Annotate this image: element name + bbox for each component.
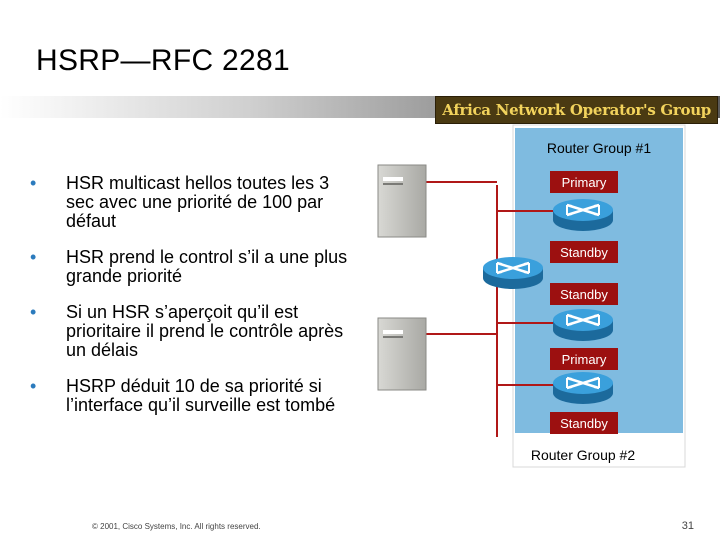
router-group-1-label: Router Group #1 (547, 140, 651, 156)
bullet-dot-icon: • (30, 376, 37, 396)
router-group-2-label: Router Group #2 (531, 447, 635, 463)
bullet-text: HSRP déduit 10 de sa priorité si l’inter… (66, 376, 336, 415)
bullet-text: Si un HSR s’aperçoit qu’il est prioritai… (66, 302, 344, 360)
standby-tag: Standby (550, 412, 618, 434)
standby-tag-label: Standby (560, 245, 608, 260)
bullet-item: • HSR multicast hellos toutes les 3 sec a… (28, 174, 358, 231)
standby-tag: Standby (550, 283, 618, 305)
bullet-text: HSR multicast hellos toutes les 3 sec av… (66, 173, 330, 231)
router-icon (551, 307, 615, 343)
router-icon (481, 255, 545, 291)
standby-tag-label: Standby (560, 287, 608, 302)
bullet-list: • HSR multicast hellos toutes les 3 sec a… (28, 174, 358, 432)
standby-tag-label: Standby (560, 416, 608, 431)
bullet-item: • HSR prend le control s’il a une plus gr… (28, 248, 358, 286)
page-number: 31 (681, 520, 694, 532)
copyright-footer: © 2001, Cisco Systems, Inc. All rights r… (92, 522, 261, 531)
router-icon (551, 370, 615, 406)
server-icon (377, 164, 427, 238)
primary-tag: Primary (550, 171, 618, 193)
bullet-text: HSR prend le control s’il a une plus gra… (66, 247, 348, 286)
primary-tag: Primary (550, 348, 618, 370)
bullet-item: • HSRP déduit 10 de sa priorité si l’inte… (28, 377, 358, 415)
primary-tag-label: Primary (562, 175, 607, 190)
bullet-dot-icon: • (30, 302, 37, 322)
router-icon (551, 197, 615, 233)
bullet-dot-icon: • (30, 247, 37, 267)
bullet-item: • Si un HSR s’aperçoit qu’il est priorita… (28, 303, 358, 360)
slide-title: HSRP—RFC 2281 (36, 44, 290, 77)
standby-tag: Standby (550, 241, 618, 263)
bullet-dot-icon: • (30, 173, 37, 193)
primary-tag-label: Primary (562, 352, 607, 367)
logo: Africa Network Operator's Group (435, 96, 718, 124)
router-panel-frame (512, 124, 686, 468)
server-icon (377, 317, 427, 391)
